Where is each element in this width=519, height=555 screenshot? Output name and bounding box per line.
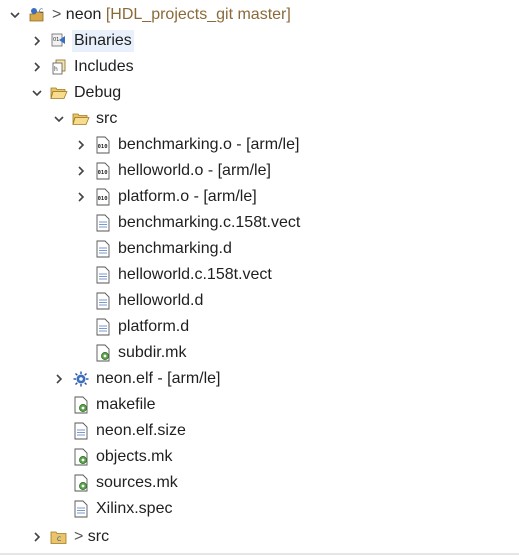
tree-row-project-neon[interactable]: C > neon [HDL_projects_git master] xyxy=(0,2,519,28)
tree-label: helloworld.d xyxy=(118,292,204,309)
tree-label: Binaries xyxy=(72,30,134,52)
tree-label: helloworld.c.158t.vect xyxy=(118,266,272,283)
makefile-icon xyxy=(94,344,112,362)
tree-label: Xilinx.spec xyxy=(96,500,173,517)
makefile-icon xyxy=(72,448,90,466)
svg-text:h: h xyxy=(54,66,58,73)
source-folder-label: > src xyxy=(72,526,111,548)
chevron-right-icon[interactable] xyxy=(74,188,88,206)
tree-label: benchmarking.o - [arm/le] xyxy=(118,136,300,153)
text-file-icon xyxy=(72,422,90,440)
tree-row-object-file[interactable]: 010 benchmarking.o - [arm/le] xyxy=(0,132,519,158)
chevron-right-icon[interactable] xyxy=(30,32,44,50)
tree-row-makefile[interactable]: objects.mk xyxy=(0,444,519,470)
tree-row-object-file[interactable]: 010 helloworld.o - [arm/le] xyxy=(0,158,519,184)
object-file-icon: 010 xyxy=(94,162,112,180)
tree-row-text-file[interactable]: benchmarking.d xyxy=(0,236,519,262)
tree-row-text-file[interactable]: helloworld.c.158t.vect xyxy=(0,262,519,288)
svg-text:C: C xyxy=(39,8,43,15)
object-file-icon: 010 xyxy=(94,188,112,206)
tree-row-object-file[interactable]: 010 platform.o - [arm/le] xyxy=(0,184,519,210)
tree-row-binaries[interactable]: 01 Binaries xyxy=(0,28,519,54)
project-label: > neon [HDL_projects_git master] xyxy=(50,4,293,26)
tree-label: platform.o - [arm/le] xyxy=(118,188,257,205)
tree-label: src xyxy=(96,110,118,127)
tree-label: benchmarking.c.158t.vect xyxy=(118,214,301,231)
text-file-icon xyxy=(94,214,112,232)
tree-label: Includes xyxy=(74,58,134,75)
makefile-icon xyxy=(72,396,90,414)
tree-label: neon.elf.size xyxy=(96,422,186,439)
folder-open-icon xyxy=(50,84,68,102)
text-file-icon xyxy=(94,266,112,284)
tree-row-text-file[interactable]: helloworld.d xyxy=(0,288,519,314)
tree-label: neon.elf - [arm/le] xyxy=(96,370,221,387)
tree-row-text-file[interactable]: platform.d xyxy=(0,314,519,340)
tree-row-makefile[interactable]: sources.mk xyxy=(0,470,519,496)
binaries-icon: 01 xyxy=(50,32,68,50)
chevron-right-icon[interactable] xyxy=(30,528,44,546)
tree-label: makefile xyxy=(96,396,156,413)
tree-row-makefile[interactable]: subdir.mk xyxy=(0,340,519,366)
chevron-right-icon[interactable] xyxy=(30,58,44,76)
includes-icon: h xyxy=(50,58,68,76)
chevron-down-icon[interactable] xyxy=(8,6,22,24)
tree-label: platform.d xyxy=(118,318,190,335)
makefile-icon xyxy=(72,474,90,492)
source-folder-icon: C xyxy=(50,528,68,546)
tree-row-text-file[interactable]: neon.elf.size xyxy=(0,418,519,444)
chevron-right-icon[interactable] xyxy=(74,136,88,154)
tree-row-text-file[interactable]: Xilinx.spec xyxy=(0,496,519,522)
executable-icon xyxy=(72,370,90,388)
source-folder-name: src xyxy=(87,528,110,545)
c-project-icon: C xyxy=(28,6,46,24)
svg-text:010: 010 xyxy=(98,196,108,202)
folder-open-icon xyxy=(72,110,90,128)
tree-row-includes[interactable]: h Includes xyxy=(0,54,519,80)
tree-label: sources.mk xyxy=(96,474,178,491)
tree-row-executable[interactable]: neon.elf - [arm/le] xyxy=(0,366,519,392)
tree-label: subdir.mk xyxy=(118,344,187,361)
svg-text:010: 010 xyxy=(98,170,108,176)
text-file-icon xyxy=(94,240,112,258)
svg-text:010: 010 xyxy=(98,144,108,150)
text-file-icon xyxy=(94,292,112,310)
tree-label: Debug xyxy=(74,84,122,101)
text-file-icon xyxy=(72,500,90,518)
tree-label: objects.mk xyxy=(96,448,173,465)
text-file-icon xyxy=(94,318,112,336)
tree-label: helloworld.o - [arm/le] xyxy=(118,162,271,179)
chevron-right-icon[interactable] xyxy=(52,370,66,388)
chevron-down-icon[interactable] xyxy=(30,84,44,102)
object-file-icon: 010 xyxy=(94,136,112,154)
source-folder-prefix: > xyxy=(74,528,84,545)
chevron-right-icon[interactable] xyxy=(74,162,88,180)
tree-row-debug[interactable]: Debug xyxy=(0,80,519,106)
divider xyxy=(0,553,519,555)
tree-label: benchmarking.d xyxy=(118,240,232,257)
tree-row-makefile[interactable]: makefile xyxy=(0,392,519,418)
chevron-down-icon[interactable] xyxy=(52,110,66,128)
tree-row-text-file[interactable]: benchmarking.c.158t.vect xyxy=(0,210,519,236)
git-decoration: [HDL_projects_git master] xyxy=(105,6,291,23)
tree-row-src[interactable]: src xyxy=(0,106,519,132)
svg-text:C: C xyxy=(57,536,61,543)
tree-row-source-folder[interactable]: C > src xyxy=(0,524,519,550)
svg-text:01: 01 xyxy=(53,37,59,43)
project-name: neon xyxy=(65,6,102,23)
project-prefix: > xyxy=(52,6,62,23)
